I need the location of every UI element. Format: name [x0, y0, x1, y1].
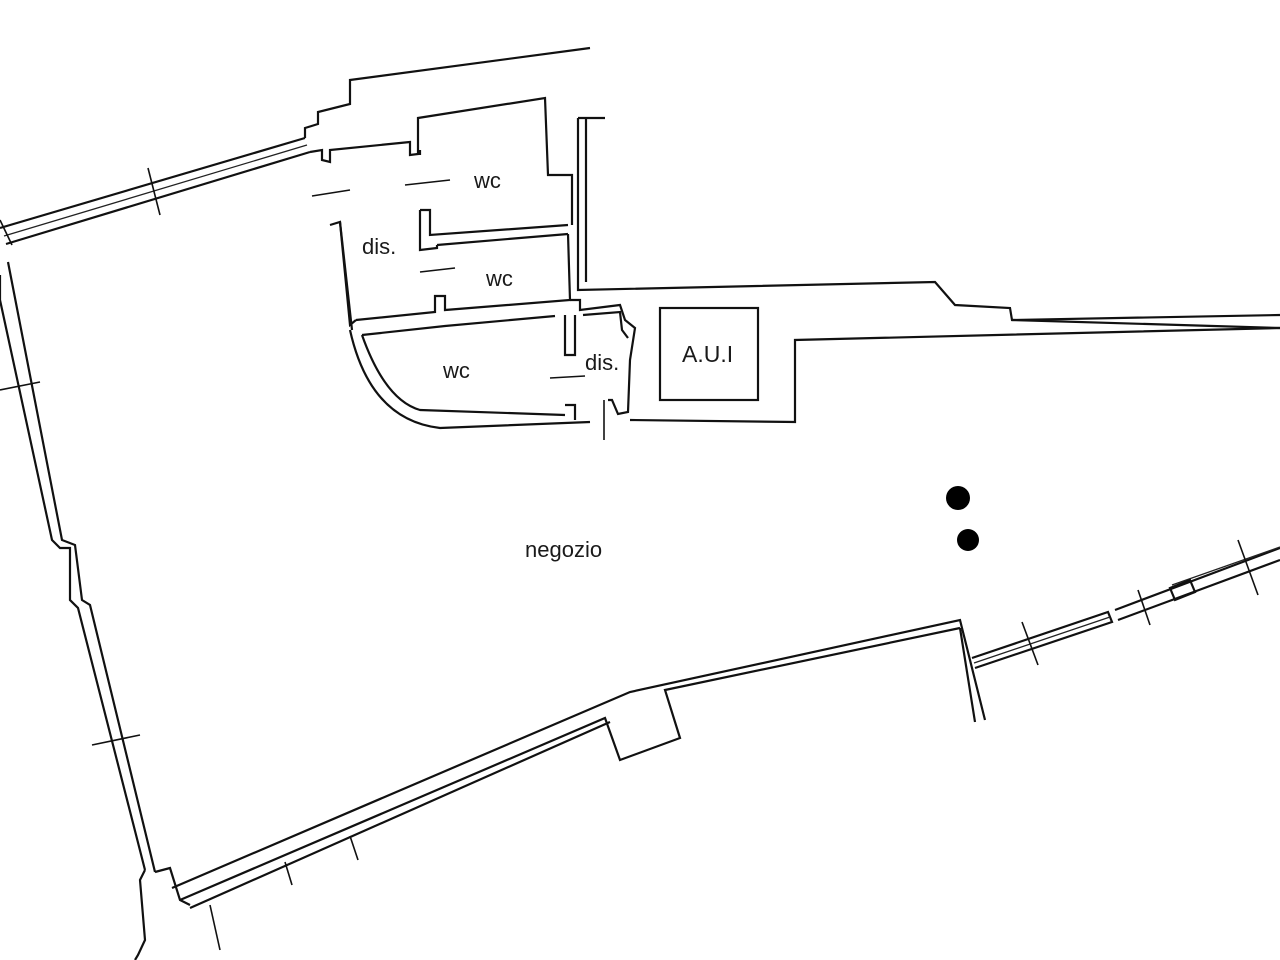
aui-room [658, 306, 760, 402]
bottom-diagonal-wall [171, 618, 987, 951]
right-corridor-wall [576, 116, 1280, 424]
structural-columns [946, 486, 979, 551]
room-label-dis-upper: dis. [362, 234, 396, 259]
column-dot-lower [957, 529, 979, 551]
bottom-left-corner [134, 866, 191, 960]
corridor-curved-wall [329, 220, 591, 430]
lower-right-window-wall [971, 539, 1280, 670]
left-outer-wall [0, 261, 157, 873]
room-label-dis-lower: dis. [585, 350, 619, 375]
upper-stair-wall [303, 46, 591, 225]
wc-upper-room [418, 208, 569, 252]
room-label-aui: A.U.I [682, 341, 733, 367]
room-label-wc-middle: wc [485, 266, 513, 291]
upper-left-window-wall [0, 136, 311, 246]
room-label-wc-upper: wc [473, 168, 501, 193]
door-openings [311, 179, 605, 440]
room-label-negozio: negozio [525, 537, 602, 562]
column-dot-upper [946, 486, 970, 510]
wc-lower-room [563, 298, 637, 420]
room-label-wc-lower: wc [442, 358, 470, 383]
